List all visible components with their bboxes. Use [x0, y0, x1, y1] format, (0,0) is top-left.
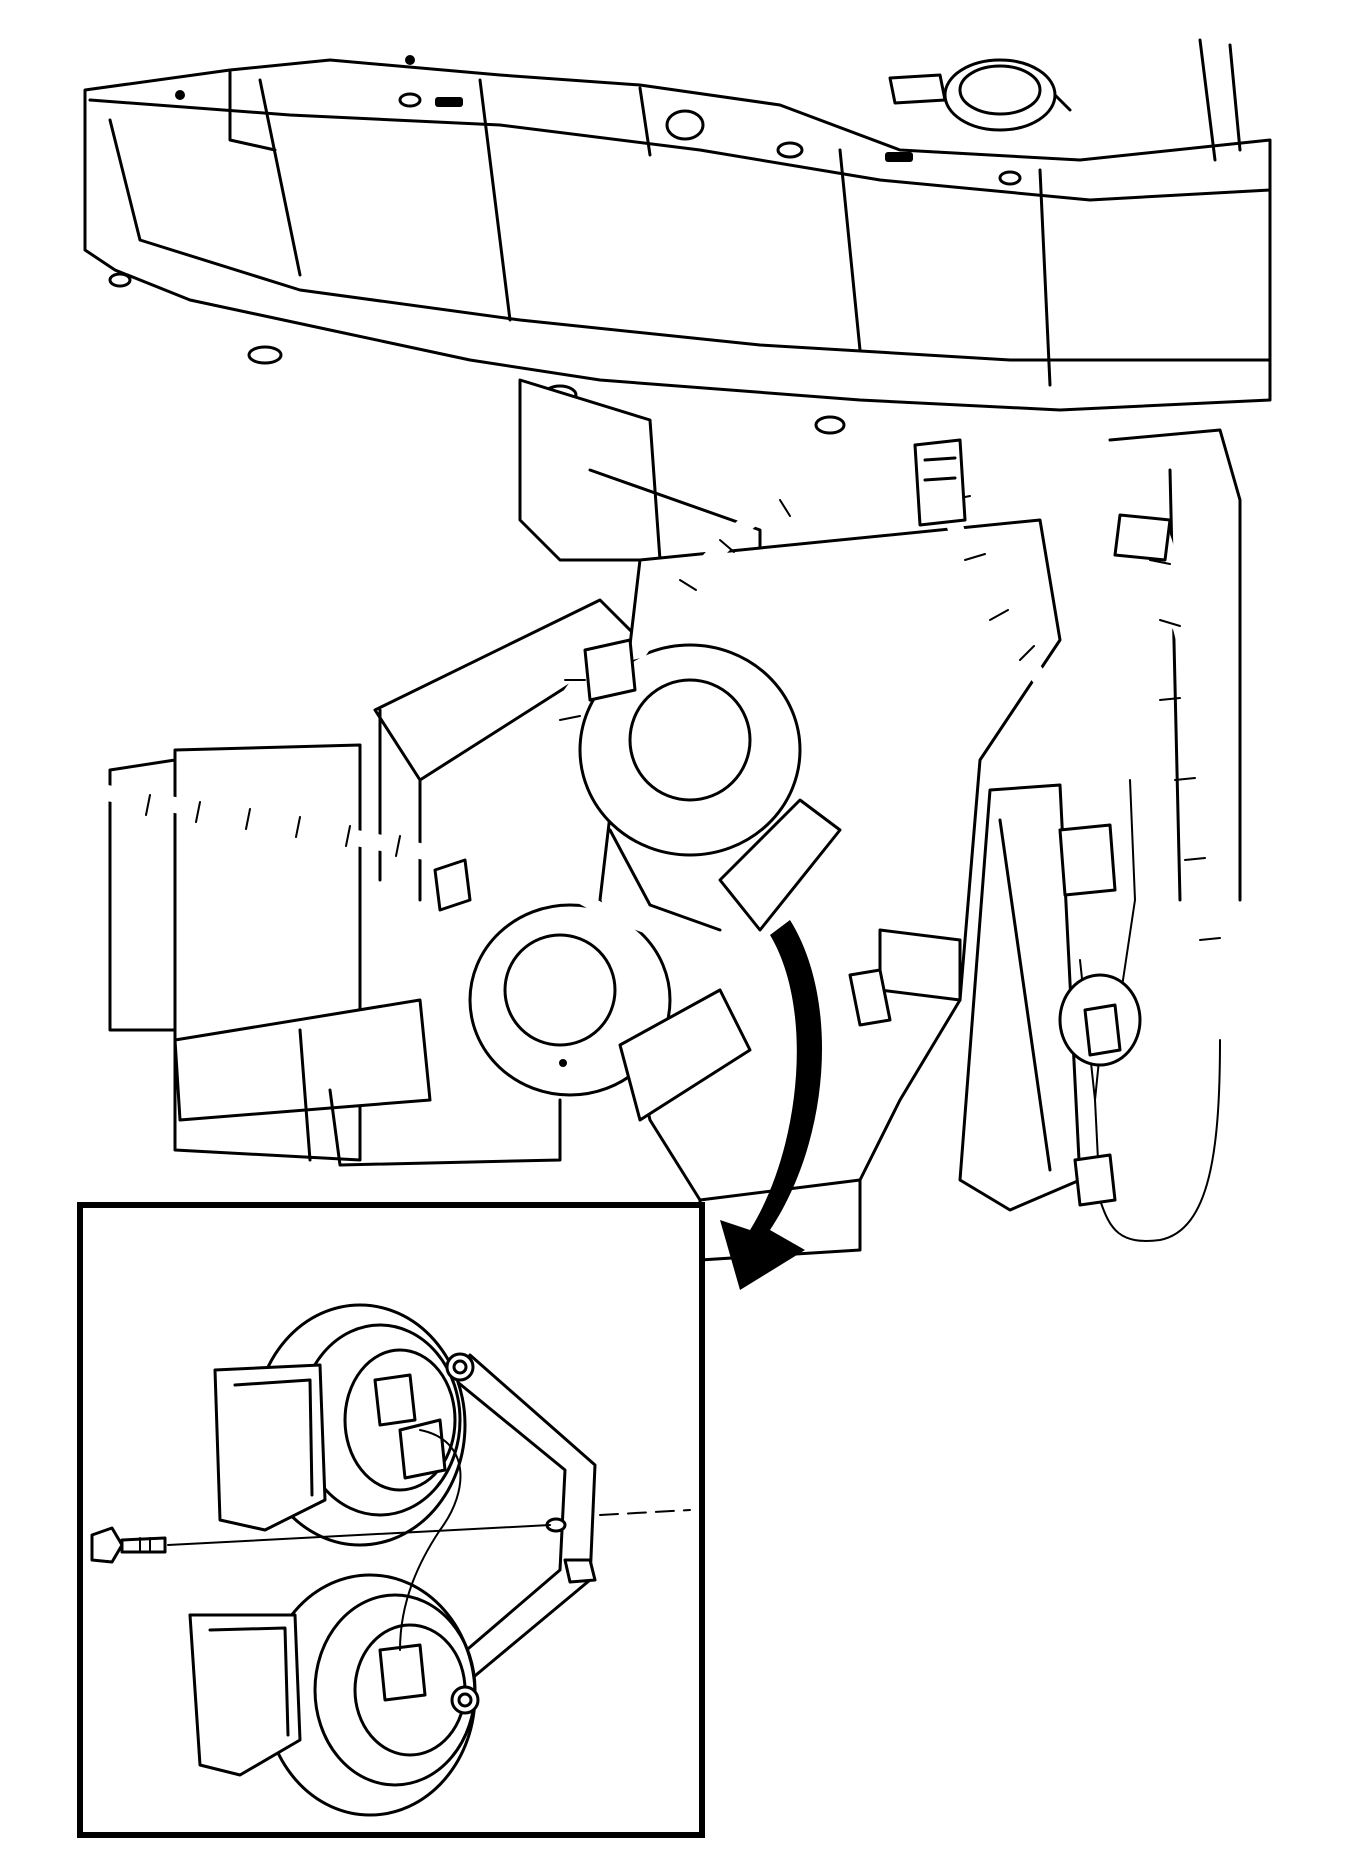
detail-mounting-bolt: [90, 1509, 691, 1564]
fog-lamp: [1058, 973, 1142, 1067]
coolant-reservoir-cap: [888, 38, 1242, 162]
low-note-horn: [468, 903, 752, 1122]
main-view: [82, 38, 1272, 1290]
horn-bracket: [878, 783, 1082, 1212]
high-note-horn: [578, 643, 842, 932]
detail-upper-horn: [213, 1303, 475, 1547]
electrical-connectors: [433, 438, 1172, 1207]
radiator-support: [83, 55, 1272, 435]
detail-lower-horn: [188, 1573, 480, 1817]
callout-arrow: [720, 920, 823, 1290]
detail-view: [77, 1202, 705, 1838]
